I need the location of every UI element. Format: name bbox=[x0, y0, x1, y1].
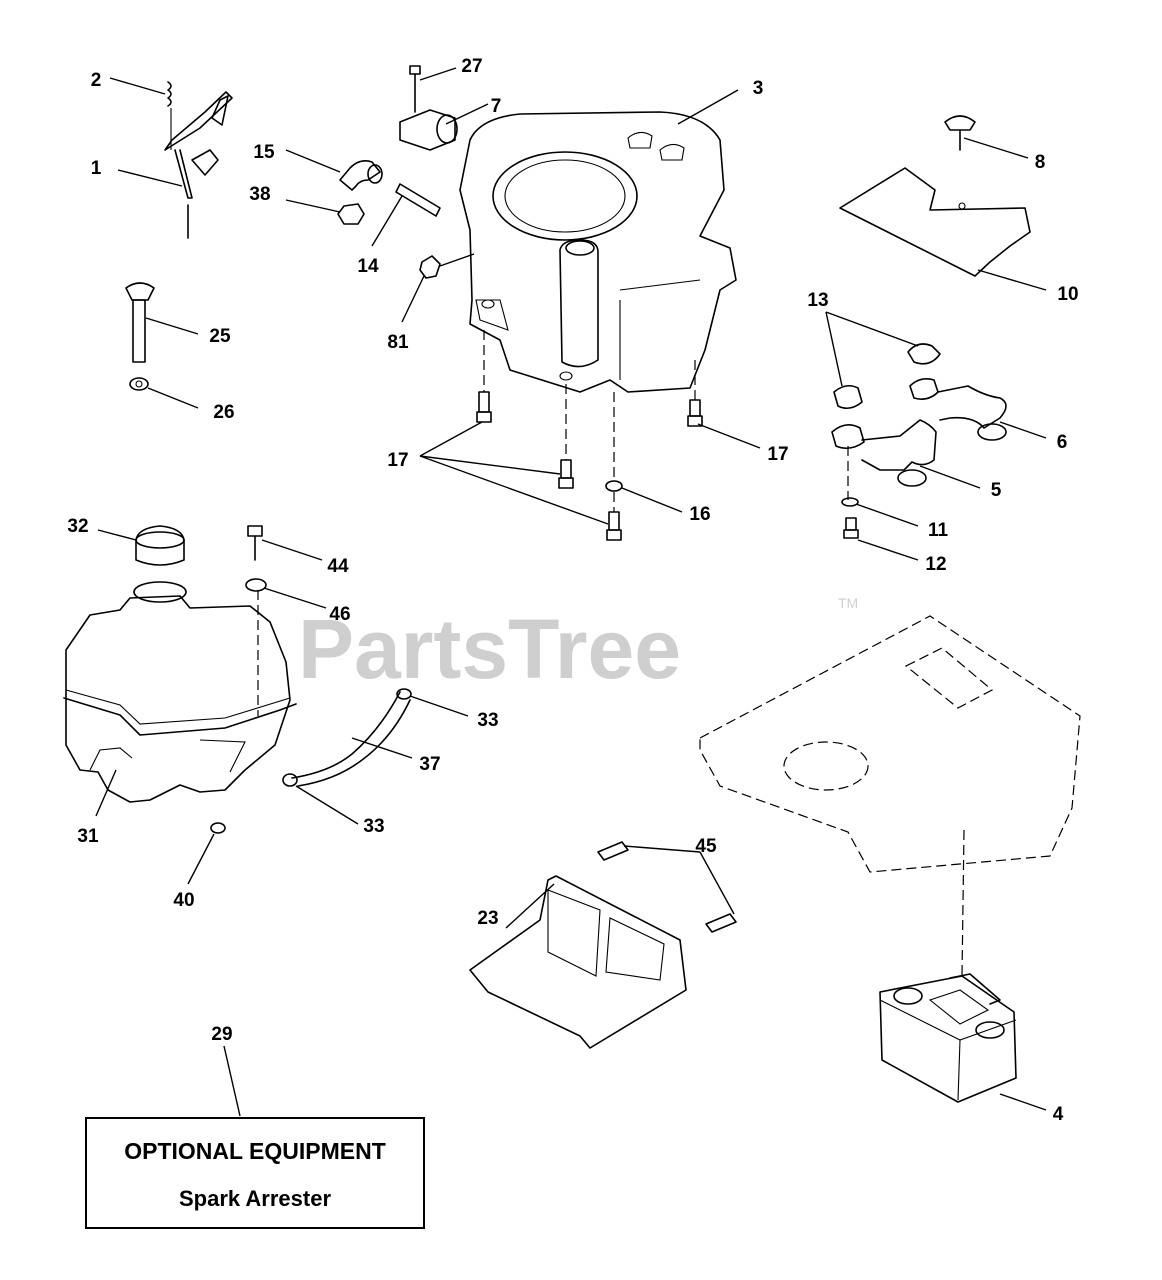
watermark-trademark: TM bbox=[838, 595, 858, 611]
optional-equipment-box: OPTIONAL EQUIPMENT Spark Arrester bbox=[85, 1117, 425, 1229]
heat-shield-part bbox=[469, 841, 737, 1049]
callout-10: 10 bbox=[1057, 284, 1078, 305]
callout-27: 27 bbox=[461, 56, 482, 77]
callout-11: 11 bbox=[928, 520, 949, 541]
bolt-25-part bbox=[125, 282, 155, 391]
callout-1: 1 bbox=[91, 158, 102, 179]
callout-38: 38 bbox=[249, 184, 270, 205]
callout-23: 23 bbox=[477, 908, 498, 929]
callout-33-upper: 33 bbox=[477, 710, 498, 731]
callout-44: 44 bbox=[327, 556, 349, 577]
callout-4: 4 bbox=[1053, 1104, 1064, 1125]
callout-3: 3 bbox=[753, 78, 764, 99]
callout-45: 45 bbox=[695, 836, 717, 857]
leader-lines bbox=[95, 67, 1047, 1117]
callout-13: 13 bbox=[807, 290, 828, 311]
callout-14: 14 bbox=[357, 256, 379, 277]
callout-8: 8 bbox=[1035, 152, 1046, 173]
watermark-text: PartsTree bbox=[298, 602, 681, 696]
engine-part bbox=[459, 111, 737, 393]
callout-32: 32 bbox=[67, 516, 88, 537]
fuel-line-part bbox=[210, 688, 412, 834]
screw-44-part bbox=[245, 525, 267, 592]
callout-labels: 1 2 3 4 5 6 7 8 10 11 12 13 14 15 16 17 … bbox=[67, 56, 1078, 1125]
clamp-7-part bbox=[399, 65, 458, 151]
callout-33-lower: 33 bbox=[363, 816, 384, 837]
shield-10-part bbox=[839, 115, 1031, 277]
callout-29: 29 bbox=[211, 1024, 232, 1045]
callout-5: 5 bbox=[991, 480, 1002, 501]
watermark: PartsTree TM bbox=[298, 595, 858, 696]
muffler-part bbox=[879, 973, 1017, 1103]
exhaust-pipe-part bbox=[831, 343, 1007, 539]
callout-40: 40 bbox=[173, 890, 194, 911]
throttle-control-part bbox=[164, 81, 233, 239]
fuel-tank-part bbox=[63, 581, 297, 803]
elbow-15-part bbox=[337, 160, 441, 279]
callout-46: 46 bbox=[329, 604, 350, 625]
optional-equipment-title: OPTIONAL EQUIPMENT bbox=[124, 1138, 386, 1164]
callout-26: 26 bbox=[213, 402, 234, 423]
callout-17-left: 17 bbox=[387, 450, 408, 471]
callout-7: 7 bbox=[491, 96, 502, 117]
callout-31: 31 bbox=[77, 826, 99, 847]
callout-2: 2 bbox=[91, 70, 102, 91]
callout-12: 12 bbox=[925, 554, 946, 575]
callout-6: 6 bbox=[1057, 432, 1068, 453]
callout-37: 37 bbox=[419, 754, 440, 775]
callout-25: 25 bbox=[209, 326, 231, 347]
callout-15: 15 bbox=[253, 142, 275, 163]
callout-16: 16 bbox=[689, 504, 710, 525]
callout-81: 81 bbox=[387, 332, 409, 353]
callout-17-right: 17 bbox=[767, 444, 788, 465]
fuel-cap-part bbox=[135, 525, 185, 566]
optional-equipment-subtitle: Spark Arrester bbox=[179, 1186, 331, 1211]
mounting-plate-part bbox=[699, 615, 1081, 977]
engine-bolts-part bbox=[476, 330, 703, 541]
